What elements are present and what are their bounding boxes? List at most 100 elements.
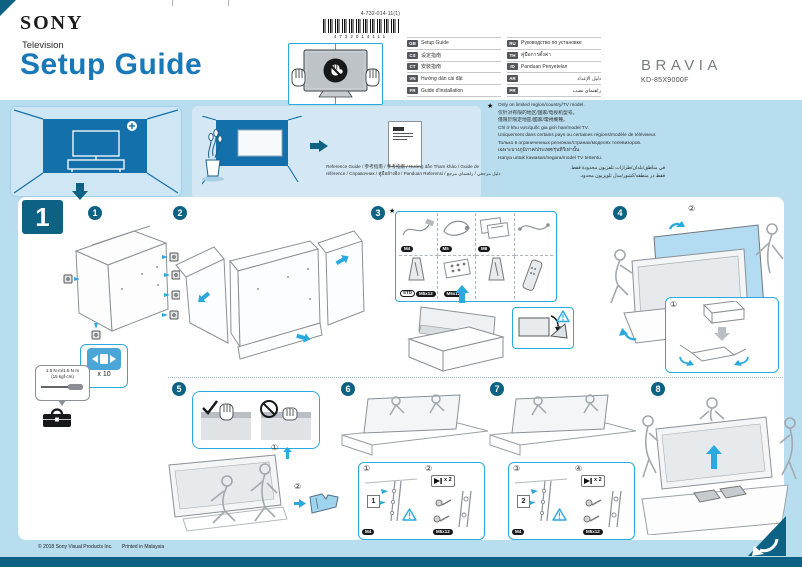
step-1-number: 1: [88, 206, 102, 220]
language-label: 安裝指南: [421, 64, 442, 71]
steps-panel: 1 1 2 3 4 5 6 7 8: [18, 197, 797, 540]
insert-arrow-icon: [434, 478, 442, 484]
step6-badge-1: M4: [362, 528, 375, 535]
step4-substep-1-label: ①: [670, 300, 678, 309]
star-icon: ★: [389, 208, 396, 215]
people-art: [642, 397, 797, 480]
footer: © 2018 Sony Visual Products Inc. Printed…: [38, 544, 164, 550]
sony-logo: SONY: [20, 12, 84, 34]
tipping-warning-callout: [512, 307, 574, 349]
copyright-text: © 2018 Sony Visual Products Inc.: [38, 544, 113, 550]
accessory-badge: M5x12: [443, 290, 464, 297]
note-line: Hanya untuk kawasan/negara/model TV tert…: [498, 155, 603, 161]
bravia-logo: BRAVIA: [641, 57, 722, 74]
step7-illustration: [489, 394, 637, 456]
note-line: เฉพาะบางภูมิภาค/ประเทศ/รุ่นทีวีเท่านั้น: [498, 148, 580, 153]
step6-screw-count: x 2: [444, 477, 452, 484]
screwdriver-icon: [40, 384, 83, 390]
barcode-digits: 4732014111: [333, 34, 389, 39]
step7-bracket-label: 2: [517, 495, 530, 508]
warning-icon: [552, 508, 567, 521]
grip-callout: [192, 391, 320, 449]
right-arrow-cyan-icon: [294, 495, 306, 513]
step5-substep-1-label: ①: [271, 443, 279, 452]
note-line: Only on limited region/country/TV model.: [498, 103, 585, 108]
foam-pieces-art: [309, 493, 339, 514]
no-touch-illustration: [291, 44, 380, 104]
clip-count-label: x 10: [97, 371, 111, 378]
note-line: Chỉ ở khu vực/quốc gia giới hạn/model TV…: [498, 125, 589, 131]
accessory-cell-documents: M6: [476, 213, 515, 256]
step-6-number: 6: [341, 382, 355, 396]
foam-blocks-art: [693, 485, 747, 503]
warning-icon: [556, 310, 570, 323]
star-icon: ★: [487, 103, 494, 110]
printed-in-text: Printed in Malaysia: [121, 544, 165, 550]
tv-on-console-art: [67, 130, 125, 172]
language-code-badge: CS: [407, 51, 418, 59]
step8-illustration: [641, 397, 797, 535]
note-line: في مناطق/بلدان/طرازات تلفزيون محدودة فقط…: [570, 166, 665, 171]
note-line: Только в ограниченных регионах/странах/м…: [498, 140, 642, 146]
check-icon: [202, 400, 218, 415]
reference-guide-doc: [388, 121, 422, 167]
language-code-badge: ID: [507, 63, 518, 71]
note-line: 仅针对有限的地区/国家/电视机型号。: [498, 110, 578, 116]
step6-substep-1-label: ①: [363, 464, 371, 473]
language-label: Panduan Penyetelan: [521, 63, 568, 70]
people-art: [389, 394, 445, 416]
note-line: Uniquement dans certains pays ou certain…: [498, 133, 657, 138]
insert-arrow-icon: [584, 478, 592, 484]
section-divider: [168, 377, 783, 378]
step6-substep-2-label: ②: [425, 464, 433, 473]
plant-icon: [205, 128, 223, 177]
note-line: 僅限於限定地區/國家/電視機種。: [498, 118, 568, 123]
down-arrow-icon: [70, 183, 90, 205]
reference-guide-box: Reference Guide / 参考指南 / 參考指南 / Hướng dẫ…: [192, 106, 501, 200]
language-code-badge: FR: [407, 87, 418, 95]
language-label: Setup Guide: [421, 40, 449, 47]
reference-caption: Reference Guide / 参考指南 / 參考指南 / Hướng dẫ…: [326, 164, 501, 177]
language-code-badge: TH: [507, 51, 518, 59]
step7-substep-4-label: ④: [575, 464, 583, 473]
people-art: [210, 463, 278, 524]
warning-icon: [402, 508, 417, 521]
room-placement-box: [10, 106, 182, 197]
accessory-badge: M6: [478, 245, 491, 252]
model-number: KD-85X9000F: [641, 77, 689, 84]
toolbox-icon: [43, 408, 71, 427]
up-arrow-icon: [455, 285, 469, 308]
crop-mark: [228, 0, 229, 6]
bottom-bar: [0, 557, 802, 567]
language-label: Руководство по установке: [521, 40, 582, 47]
right-arrow-icon: [310, 138, 328, 159]
wrong-grip-panel: [259, 400, 311, 445]
torque-value: 1.5 N·m/1.5 N·m: [45, 368, 80, 373]
removal-arrows: [198, 255, 349, 343]
down-arrow-gray-icon: [714, 327, 730, 341]
accessory-cell-power-cord: M4: [399, 213, 438, 256]
language-label: راهنمای نصب: [572, 87, 601, 94]
crop-mark: [172, 0, 173, 6]
mounted-tv-art: [237, 129, 283, 157]
language-code-badge: AR: [507, 75, 518, 83]
reference-caption-line1: Reference Guide / 参考指南 / 參考指南 / Hướng dẫ…: [326, 164, 480, 169]
step6-badge-2: M5x12: [433, 528, 453, 535]
torque-note-bubble: 1.5 N·m/1.5 N·m (15 kgf·cm): [35, 365, 90, 406]
part-number: 4-732-014-11(1): [360, 11, 400, 17]
step7-badge-2: M5x12: [583, 528, 603, 535]
clip-removal-icon: [92, 354, 116, 364]
accessory-cell-remote: [515, 256, 554, 299]
language-label: คู่มือการตั้งค่า: [521, 52, 552, 59]
step7-badge-1: M4: [512, 528, 525, 535]
language-code-badge: GB: [407, 39, 418, 47]
barcode: [323, 19, 399, 33]
step7-detail-box: ③ ④ 2 M4 x 2 M5x12: [508, 462, 635, 540]
tv-in-cushion-illustration: [407, 306, 505, 372]
step6-bracket-label: 1: [367, 495, 380, 508]
